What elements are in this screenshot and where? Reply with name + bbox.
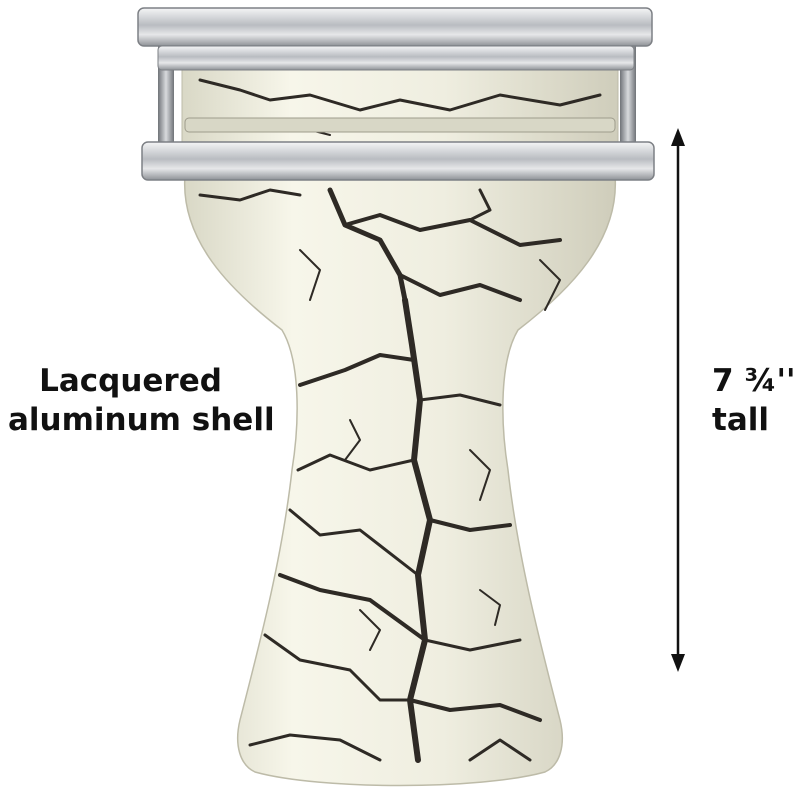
tension-ring bbox=[157, 45, 635, 71]
drum-shell bbox=[183, 174, 617, 787]
height-label-line-2: tall bbox=[712, 402, 769, 438]
crackle-pattern bbox=[198, 78, 602, 763]
shell-material-label: Lacquered aluminum shell bbox=[8, 362, 275, 440]
height-arrow bbox=[671, 128, 685, 672]
bottom-rim-ring bbox=[141, 141, 655, 181]
shell-label-line-1: Lacquered bbox=[39, 363, 222, 399]
shell-groove-band bbox=[184, 117, 616, 133]
top-rim-ring bbox=[137, 7, 653, 47]
shell-label-line-2: aluminum shell bbox=[8, 402, 275, 438]
height-label: 7 ¾'' tall bbox=[712, 362, 800, 440]
height-label-line-1: 7 ¾'' bbox=[712, 363, 796, 399]
